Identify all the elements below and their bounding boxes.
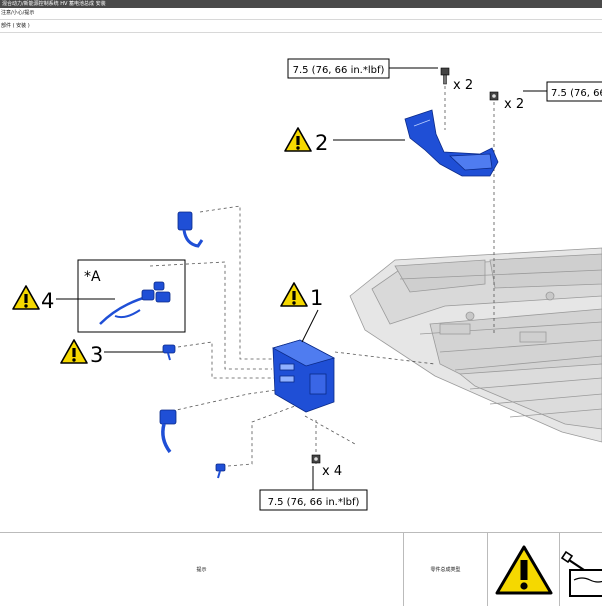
svg-text:7.5 (76, 66 in.*lbf): 7.5 (76, 66 in.*lbf) <box>293 65 385 76</box>
svg-text:1: 1 <box>310 286 323 310</box>
bolt-icon <box>440 67 450 85</box>
qty-bolts-bottom: x 4 <box>322 464 342 479</box>
qty-nuts-top: x 2 <box>504 97 524 112</box>
view-a-box <box>77 259 186 333</box>
warning-icon <box>284 127 312 152</box>
callout-4: 4 <box>12 285 115 313</box>
callout-1: 1 <box>280 282 323 343</box>
nut-icon <box>489 91 499 101</box>
part-2-bracket <box>404 109 499 177</box>
wire-harness-part-4 <box>99 281 171 325</box>
legend-part-type-label: 零件总成类型 <box>430 567 461 573</box>
tool-icon <box>560 550 602 597</box>
wire-connector-lower <box>159 409 177 454</box>
wire-connector-top <box>177 211 204 248</box>
legend-notes-cell: 提示 <box>0 533 404 606</box>
legend-notes-label: 提示 <box>196 567 207 573</box>
svg-text:2: 2 <box>315 131 328 155</box>
legend-table: 提示 零件总成类型 <box>0 532 602 606</box>
legend-part-type-cell: 零件总成类型 <box>404 533 488 606</box>
qty-bolts-top: x 2 <box>453 78 473 93</box>
warning-icon <box>495 545 552 594</box>
view-a-label: *A <box>84 269 101 285</box>
part-3-connector <box>162 344 176 361</box>
warning-icon <box>60 339 88 364</box>
legend-tool-cell <box>560 533 602 606</box>
section-title: 注意/小心/提示 <box>1 10 35 16</box>
callout-3: 3 <box>60 339 163 367</box>
legend-warning-cell <box>488 533 560 606</box>
part-1-junction-block <box>271 339 336 413</box>
wire-connector-bottom <box>215 463 226 479</box>
svg-text:3: 3 <box>90 343 103 367</box>
figure-caption: 部件 ( 安装 ) <box>1 23 30 29</box>
nut-icon <box>311 454 321 464</box>
divider <box>0 32 602 33</box>
callout-2: 2 <box>284 127 405 155</box>
torque-callout-bottom: 7.5 (76, 66 in.*lbf) <box>259 466 368 511</box>
divider <box>0 19 602 20</box>
torque-callout-top-right: 7.5 (76, 66 in.*lbf) <box>523 81 602 102</box>
breadcrumb: 混合动力/新能源控制系统 HV 蓄电池总成 安装 <box>0 0 602 8</box>
warning-icon <box>280 282 308 307</box>
exploded-parts-diagram: 7.5 (76, 66 in.*lbf) 7.5 (76, 66 in.*lbf… <box>12 58 602 511</box>
svg-text:4: 4 <box>41 289 54 313</box>
svg-text:7.5 (76, 66 in.*lbf): 7.5 (76, 66 in.*lbf) <box>551 88 602 99</box>
hv-battery-pack <box>349 247 602 443</box>
warning-icon <box>12 285 40 310</box>
svg-text:7.5 (76, 66 in.*lbf): 7.5 (76, 66 in.*lbf) <box>268 497 360 508</box>
torque-callout-top-left: 7.5 (76, 66 in.*lbf) <box>287 58 438 79</box>
